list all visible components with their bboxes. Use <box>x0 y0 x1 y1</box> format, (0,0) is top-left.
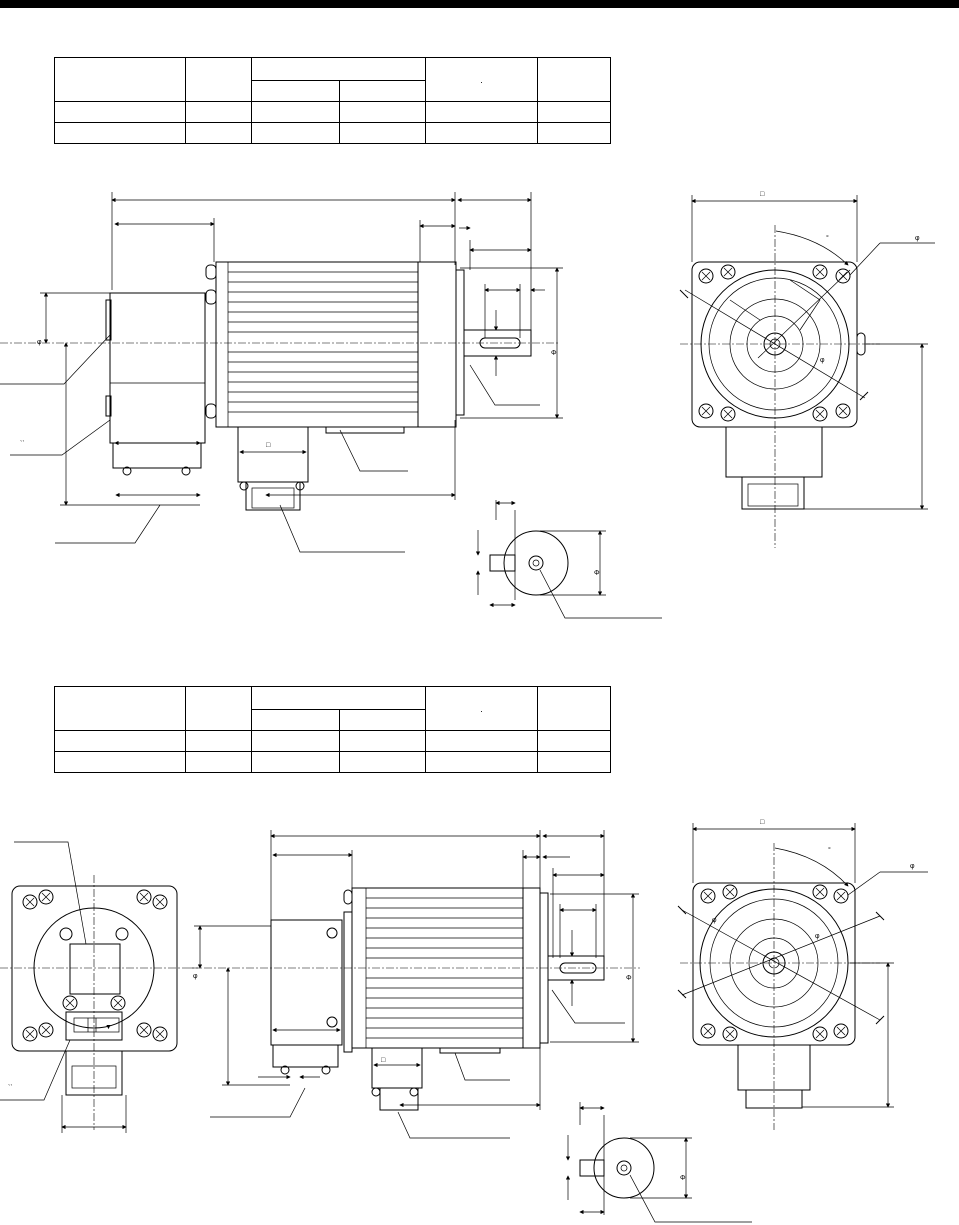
spec-table-2: . <box>54 686 611 773</box>
table-row <box>54 751 611 773</box>
degree-symbol: ° <box>826 234 829 242</box>
diameter-symbol: φ <box>820 357 825 364</box>
cell <box>537 751 611 773</box>
tick-mark: ˋˋ <box>20 441 25 448</box>
phi-symbol: Φ <box>551 350 557 357</box>
table-row <box>54 101 611 123</box>
degree-symbol: ° <box>828 846 831 854</box>
motor-front-view-1: □ φ φ ° <box>679 191 935 548</box>
motor-side-view-2: □ φ Φ <box>190 830 640 1139</box>
dot-mark: . <box>480 74 483 85</box>
diameter-symbol: φ <box>712 917 717 924</box>
table-row <box>54 730 611 752</box>
square-symbol: □ <box>266 442 271 449</box>
diameter-symbol: φ <box>37 339 42 346</box>
table-row <box>54 122 611 144</box>
header-cell <box>537 57 611 102</box>
square-symbol: □ <box>381 1057 386 1064</box>
square-symbol: □ <box>760 819 765 826</box>
shaft-detail-1: Φ <box>475 500 662 619</box>
square-symbol: □ <box>760 191 765 198</box>
diameter-symbol: φ <box>910 863 915 870</box>
spec-table-1: . <box>54 57 611 144</box>
diameter-symbol: φ <box>915 235 920 242</box>
phi-symbol: Φ <box>626 975 632 982</box>
motor-rear-view-2: ▼ ˋˋ <box>0 841 200 1133</box>
phi-symbol: Φ <box>594 570 600 577</box>
header-cell <box>185 686 252 731</box>
diameter-symbol: φ <box>815 933 820 940</box>
cooling-fins <box>228 271 418 413</box>
tick-mark: ˋˋ <box>8 1085 13 1092</box>
cooling-fins <box>366 897 523 1039</box>
shaft-detail-2: Φ <box>565 1102 752 1223</box>
cell <box>537 122 611 144</box>
dot-mark: . <box>480 703 483 714</box>
diameter-symbol: φ <box>193 973 198 980</box>
motor-side-view-1: □ φ Φ ˋˋ <box>0 192 563 553</box>
header-bar <box>0 0 959 8</box>
header-cell: . <box>425 686 538 731</box>
triangle-mark: ▼ <box>105 1024 112 1031</box>
phi-symbol: Φ <box>680 1175 686 1182</box>
motor-front-view-2: □ φ φ φ ° <box>677 819 928 1130</box>
